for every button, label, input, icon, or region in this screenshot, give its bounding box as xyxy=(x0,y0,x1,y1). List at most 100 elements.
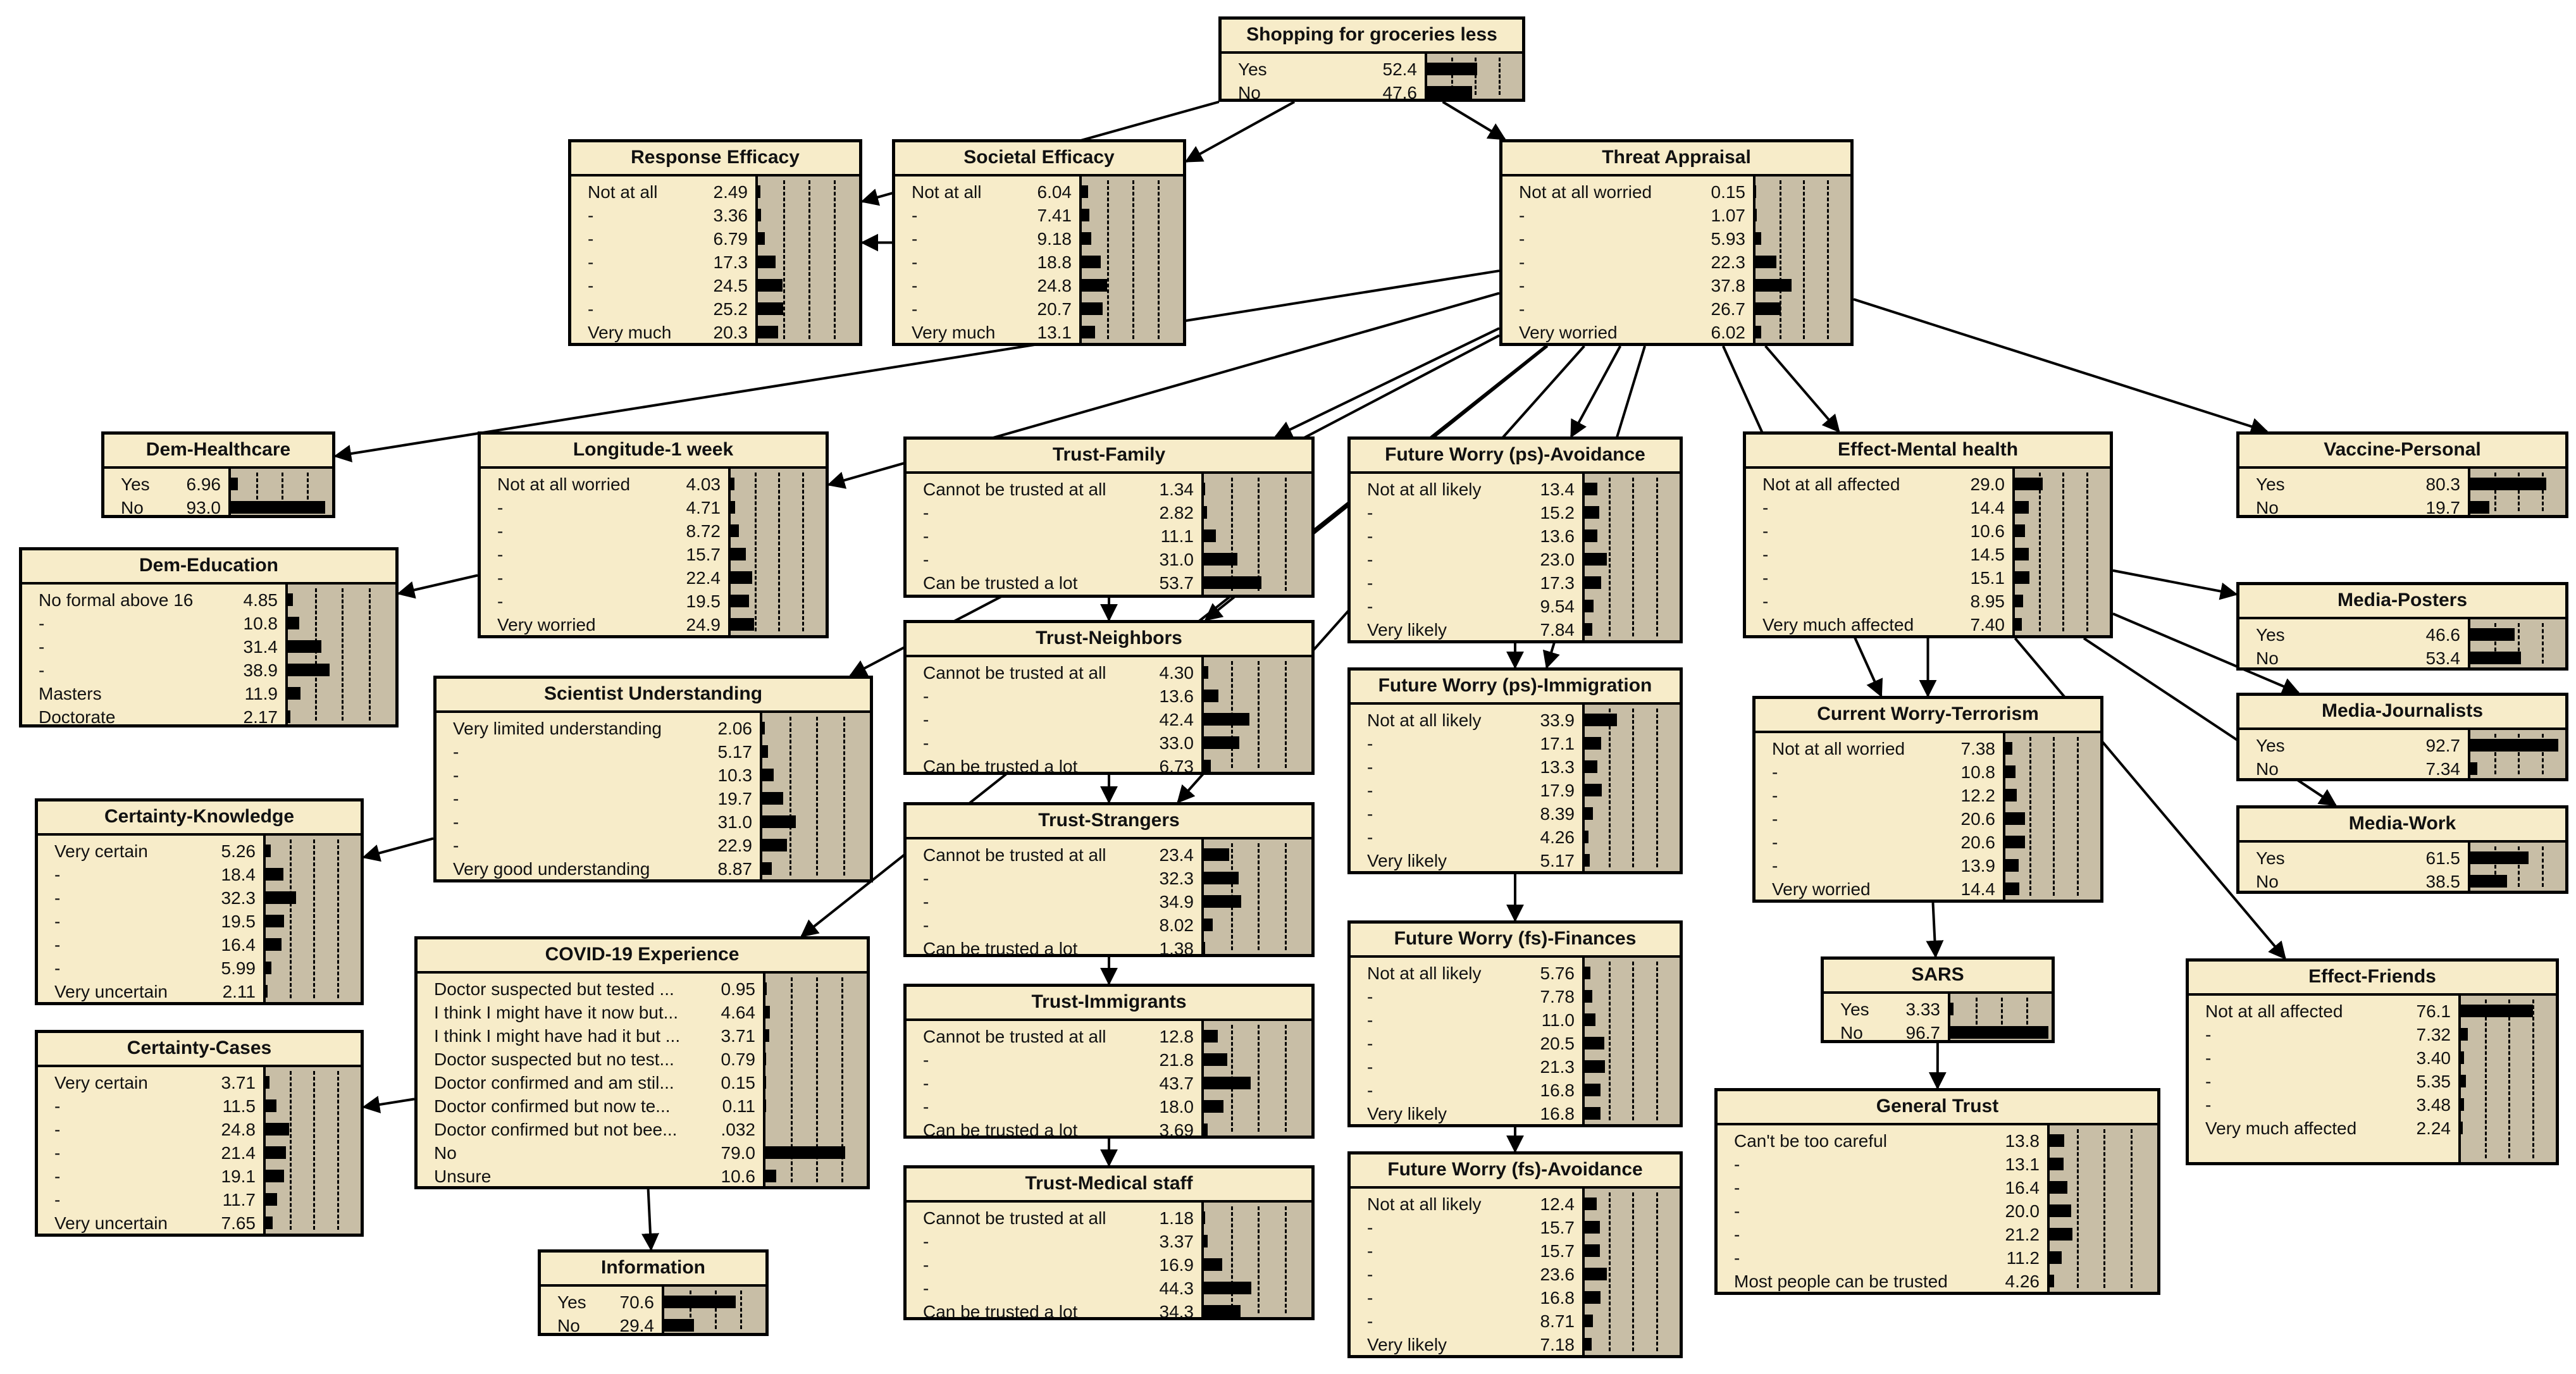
state-row[interactable]: -19.1 xyxy=(38,1165,361,1188)
state-row[interactable]: -16.4 xyxy=(38,933,361,956)
state-row[interactable]: -20.6 xyxy=(1756,807,2100,831)
state-row[interactable]: -11.5 xyxy=(38,1094,361,1118)
state-row[interactable]: -7.32 xyxy=(2189,1023,2556,1046)
state-row[interactable]: -24.8 xyxy=(38,1118,361,1141)
state-row[interactable]: -5.35 xyxy=(2189,1070,2556,1093)
state-row[interactable]: -10.8 xyxy=(22,612,395,635)
state-row[interactable]: -18.0 xyxy=(907,1095,1311,1118)
state-row[interactable]: -15.1 xyxy=(1746,566,2110,590)
state-row[interactable]: -17.3 xyxy=(1351,571,1680,595)
state-row[interactable]: -21.4 xyxy=(38,1141,361,1165)
state-row[interactable]: -8.95 xyxy=(1746,590,2110,613)
state-row[interactable]: -32.3 xyxy=(38,886,361,910)
state-row[interactable]: -3.48 xyxy=(2189,1093,2556,1117)
state-row[interactable]: -14.5 xyxy=(1746,543,2110,566)
state-row[interactable]: -20.5 xyxy=(1351,1032,1680,1055)
state-row[interactable]: -20.0 xyxy=(1718,1199,2157,1223)
state-row[interactable]: -22.3 xyxy=(1502,251,1850,274)
state-row[interactable]: -43.7 xyxy=(907,1072,1311,1095)
state-row[interactable]: -24.8 xyxy=(895,274,1183,297)
state-row[interactable]: -8.39 xyxy=(1351,802,1680,826)
state-row[interactable]: -3.40 xyxy=(2189,1046,2556,1070)
state-row[interactable]: -19.7 xyxy=(437,787,870,810)
state-row[interactable]: Doctor suspected but no test...0.79 xyxy=(418,1048,867,1071)
state-row[interactable]: -13.6 xyxy=(1351,524,1680,548)
state-row[interactable]: I think I might have it now but...4.64 xyxy=(418,1001,867,1024)
state-row[interactable]: -8.71 xyxy=(1351,1309,1680,1333)
state-row[interactable]: -42.4 xyxy=(907,708,1311,731)
state-row[interactable]: -10.8 xyxy=(1756,760,2100,784)
state-row[interactable]: -8.02 xyxy=(907,913,1311,937)
state-row[interactable]: I think I might have had it but ...3.71 xyxy=(418,1024,867,1048)
state-row[interactable]: -19.5 xyxy=(38,910,361,933)
state-row[interactable]: -22.4 xyxy=(481,566,826,590)
state-row[interactable]: -23.6 xyxy=(1351,1263,1680,1286)
state-row[interactable]: -2.82 xyxy=(907,501,1311,524)
state-row[interactable]: -10.6 xyxy=(1746,519,2110,543)
state-row[interactable]: -16.8 xyxy=(1351,1286,1680,1309)
state-row[interactable]: -1.07 xyxy=(1502,204,1850,227)
state-row[interactable]: -11.7 xyxy=(38,1188,361,1211)
state-row[interactable]: -33.0 xyxy=(907,731,1311,755)
state-row[interactable]: -15.2 xyxy=(1351,501,1680,524)
state-row[interactable]: -31.0 xyxy=(907,548,1311,571)
state-row[interactable]: -11.2 xyxy=(1718,1246,2157,1270)
state-row[interactable]: -44.3 xyxy=(907,1277,1311,1300)
state-row[interactable]: -13.9 xyxy=(1756,854,2100,877)
state-row[interactable]: -16.4 xyxy=(1718,1176,2157,1199)
state-row[interactable]: -12.2 xyxy=(1756,784,2100,807)
